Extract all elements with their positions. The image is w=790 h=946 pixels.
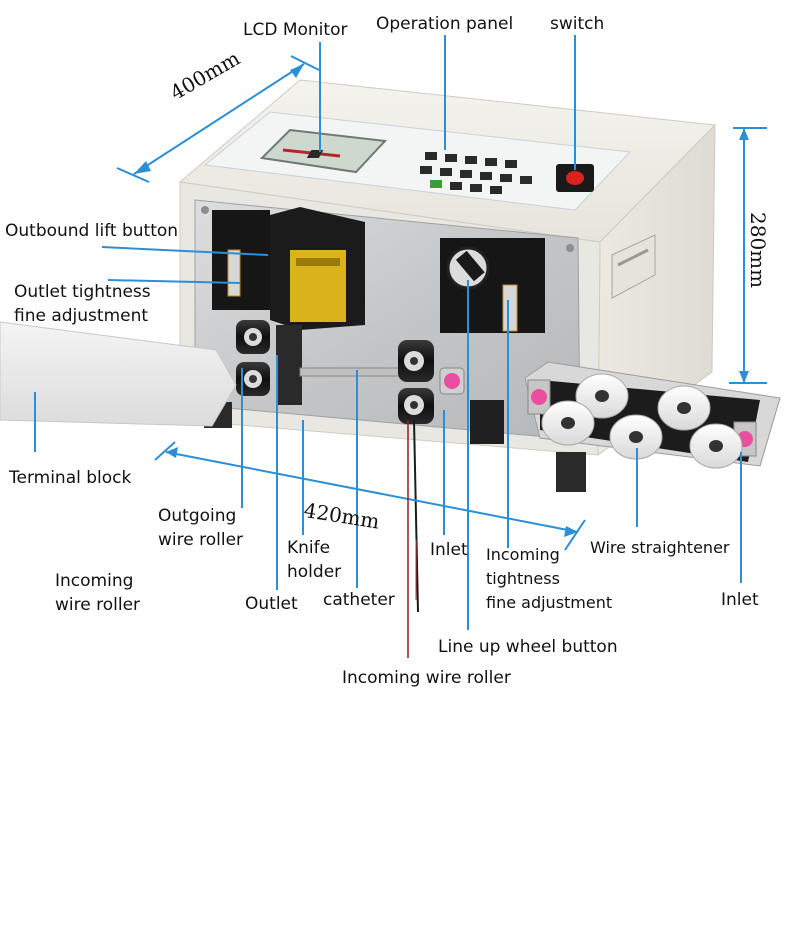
label-incoming-wire-roller-bottom: Incoming wire roller (342, 668, 511, 688)
label-wire-straightener: Wire straightener (590, 538, 730, 557)
label-switch: switch (550, 14, 605, 34)
label-line-up-wheel-button: Line up wheel button (438, 637, 618, 657)
wire-straightener (524, 361, 781, 469)
label-inlet-center: Inlet (430, 540, 468, 560)
label-outbound-lift-button: Outbound lift button (5, 221, 179, 241)
height-dimension: 280mm (746, 212, 770, 289)
incoming-rollers (398, 340, 434, 424)
label-incoming-tightness: Incoming tightness fine adjustment (486, 545, 613, 612)
lcd-screen (259, 128, 388, 174)
callout-lines (34, 35, 742, 630)
label-lcd-monitor: LCD Monitor (243, 20, 348, 40)
label-outlet-tightness: Outlet tightness fine adjustment (14, 282, 151, 326)
label-terminal-block: Terminal block (9, 468, 132, 488)
label-inlet-right: Inlet (721, 590, 759, 610)
label-catheter: catheter (323, 590, 395, 610)
terminal-tray (0, 321, 237, 427)
label-incoming-wire-roller-left: Incoming wire roller (55, 571, 141, 615)
label-outlet: Outlet (245, 594, 298, 614)
catheter-tube (299, 367, 411, 377)
label-knife-holder: Knife holder (287, 538, 342, 582)
wire (413, 419, 419, 613)
label-operation-panel: Operation panel (376, 14, 514, 34)
label-outgoing-wire-roller: Outgoing wire roller (158, 506, 244, 550)
outgoing-rollers (236, 320, 270, 396)
dimension-lines (116, 55, 767, 551)
outlet-tightness-label-plate (212, 210, 270, 310)
